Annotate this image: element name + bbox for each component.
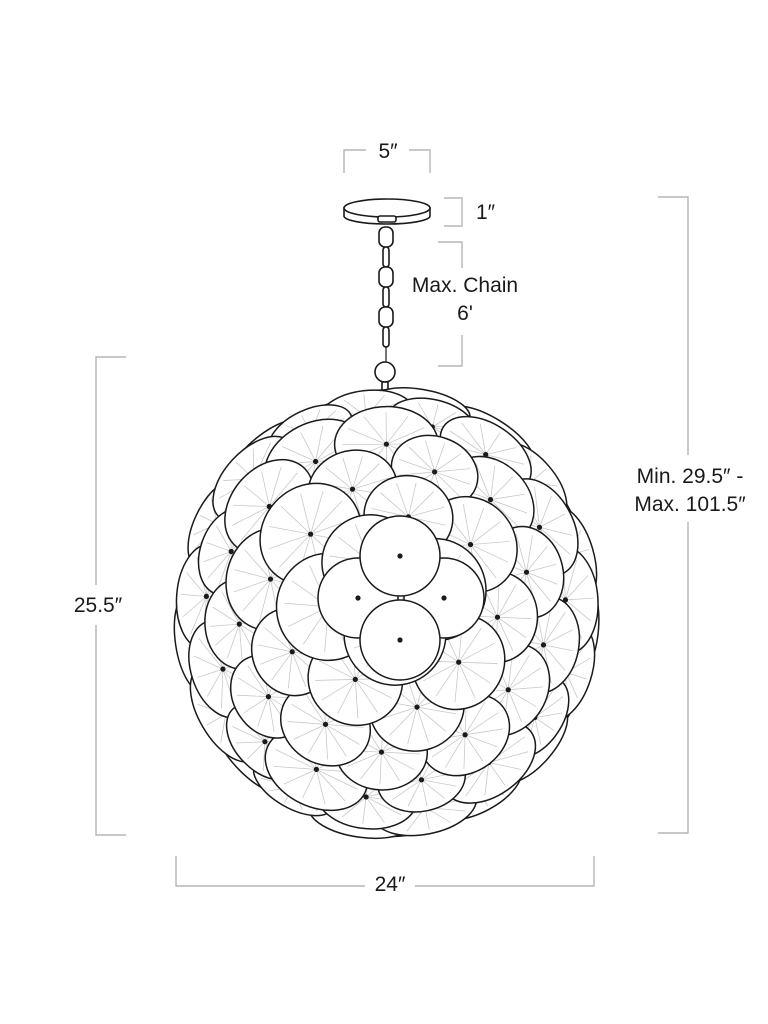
fixture-height-bracket [95, 356, 126, 836]
chain-length-bracket [438, 241, 463, 367]
disc-center-dot [441, 595, 447, 601]
dimension-labels: 5″ 1″ Max. Chain 6' Min. 29.5″ - Max. 10… [74, 140, 746, 896]
chain-link [382, 246, 390, 268]
canopy-width-label: 5″ [378, 140, 398, 163]
fixture-width-label: 24″ [375, 873, 406, 896]
fixture-height-label: 25.5″ [74, 594, 123, 617]
canopy-width-bracket [343, 149, 431, 173]
chain [378, 226, 394, 362]
chandelier-body [173, 387, 600, 840]
disc-center-dot [397, 553, 403, 559]
chain-link [378, 306, 394, 328]
ceiling-canopy [343, 198, 431, 225]
disc-center-dot [355, 595, 361, 601]
overall-height-label-line2: Max. 101.5″ [634, 493, 746, 516]
chain-link [378, 266, 394, 288]
fixture-width-bracket [175, 856, 595, 887]
chain-link [382, 326, 390, 348]
chain-length-label-line2: 6' [457, 302, 473, 325]
canopy-height-label: 1″ [476, 201, 496, 224]
disc-center-dot [397, 637, 403, 643]
chain-length-label-line1: Max. Chain [412, 274, 518, 297]
chain-link [382, 286, 390, 308]
front-disc-cluster [317, 515, 485, 681]
overall-height-label-line1: Min. 29.5″ - [637, 465, 744, 488]
canopy-height-bracket [444, 197, 463, 227]
dimension-lines [95, 149, 689, 887]
canopy-and-chain [343, 198, 431, 403]
chain-link [378, 226, 394, 248]
glass-discs [173, 387, 600, 840]
overall-height-bracket [658, 196, 689, 834]
